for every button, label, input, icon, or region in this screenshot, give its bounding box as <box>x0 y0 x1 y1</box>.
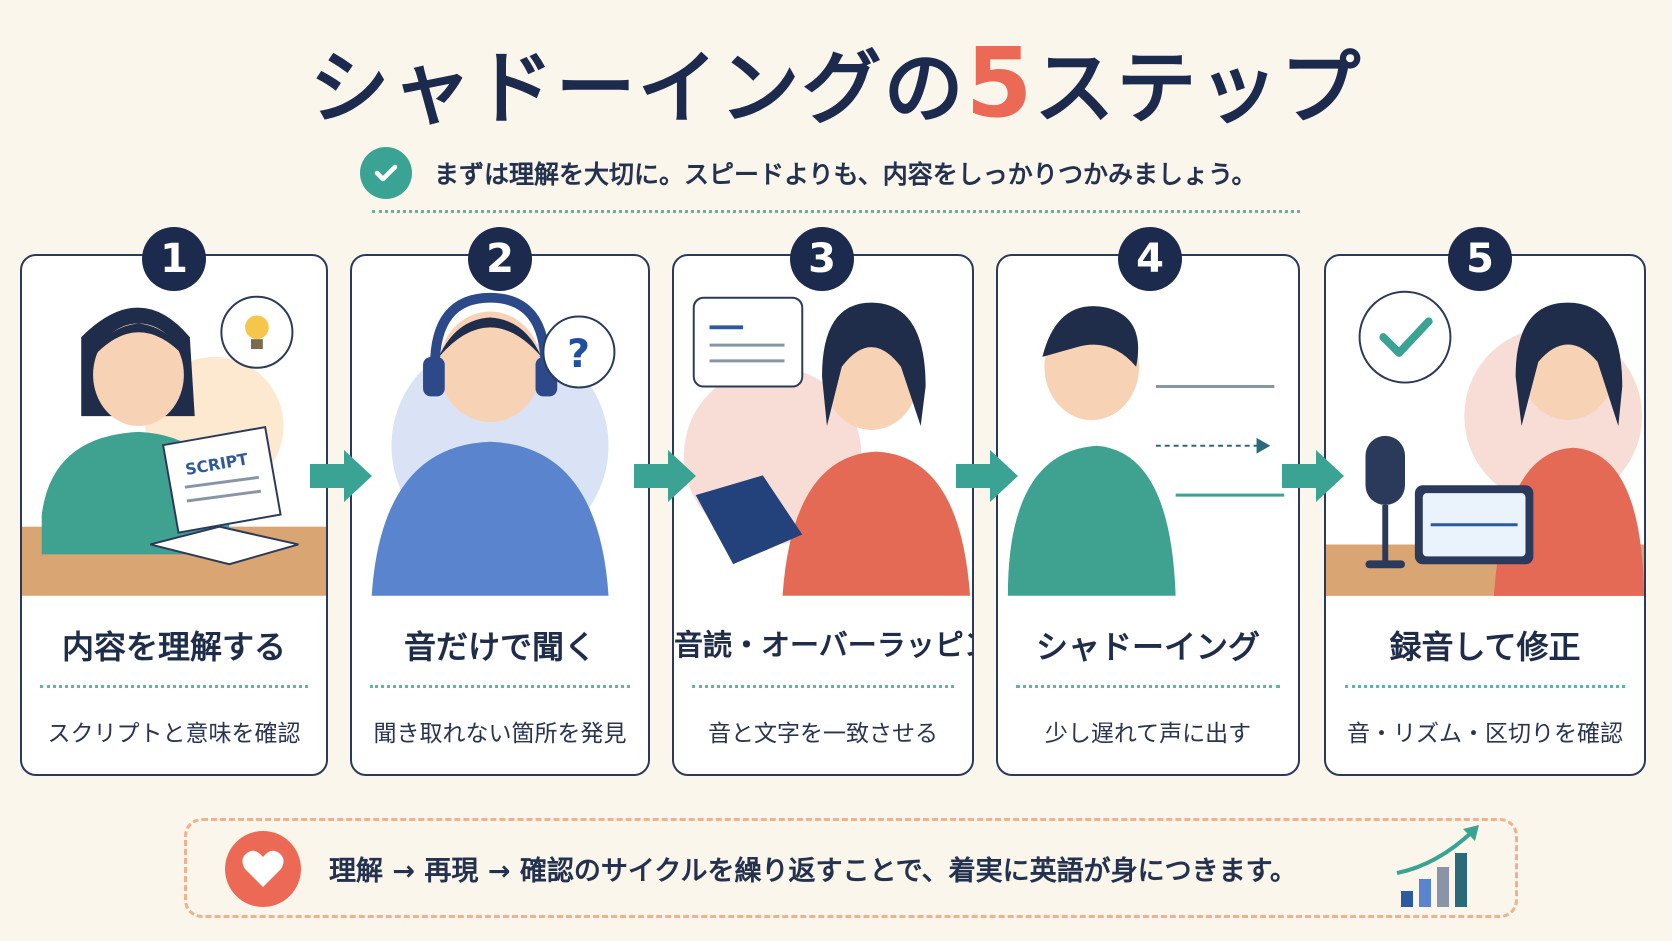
step-2-illustration: ? <box>352 256 648 598</box>
step-4-badge: 4 <box>1118 227 1182 291</box>
step-2-badge: 2 <box>468 227 532 291</box>
lightbulb-icon <box>220 295 294 369</box>
heart-icon <box>225 831 301 907</box>
step-1-title: 内容を理解する <box>61 628 286 666</box>
growth-chart-icon <box>1396 825 1479 907</box>
step-5-divider <box>1345 685 1625 688</box>
script-paper-icon: SCRIPT <box>161 425 282 534</box>
question-icon: ? <box>542 315 616 389</box>
check-icon <box>1358 290 1452 384</box>
title-text-before: シャドーイングの <box>309 42 966 135</box>
step-1-divider <box>40 685 308 688</box>
step-4-divider <box>1016 685 1280 688</box>
step-4-title: シャドーイング <box>1035 628 1260 666</box>
step-2-divider <box>369 685 631 688</box>
step-2-title: 音だけで聞く <box>403 628 596 666</box>
summary-text: 理解 → 再現 → 確認のサイクルを繰り返すことで、着実に英語が身につきます。 <box>329 856 1297 887</box>
step-4-card: シャドーイング 少し遅れて声に出す <box>996 254 1300 776</box>
subtitle-text: まずは理解を大切に。スピードよりも、内容をしっかりつかみましょう。 <box>434 160 1257 189</box>
step-3-divider <box>691 685 955 688</box>
step-4-illustration <box>998 256 1298 598</box>
step-5-desc: 音・リズム・区切りを確認 <box>1347 721 1623 747</box>
title-number: 5 <box>965 27 1035 139</box>
step-5-illustration <box>1326 256 1644 598</box>
microphone-icon <box>1365 435 1406 569</box>
page-title: シャドーイングの5ステップ <box>0 28 1672 144</box>
title-text-after: ステップ <box>1034 42 1363 135</box>
arrow-right-icon <box>956 450 1018 502</box>
step-2-desc: 聞き取れない箇所を発見 <box>373 721 627 747</box>
step-2-card: ? 音だけで聞く 聞き取れない箇所を発見 <box>350 254 650 776</box>
step-3-desc: 音と文字を一致させる <box>708 721 938 747</box>
step-3-badge: 3 <box>790 227 854 291</box>
subtitle-row: まずは理解を大切に。スピードよりも、内容をしっかりつかみましょう。 <box>360 145 1320 201</box>
step-5-title: 録音して修正 <box>1389 628 1581 666</box>
speech-bubble-icon <box>692 296 804 388</box>
step-5-card: 録音して修正 音・リズム・区切りを確認 <box>1324 254 1646 776</box>
svg-text:?: ? <box>567 331 590 377</box>
sound-wave-icon <box>1155 385 1285 497</box>
check-icon <box>360 147 412 199</box>
step-3-card: 音読・オーバーラッピング 音と文字を一致させる <box>672 254 974 776</box>
step-5-badge: 5 <box>1448 227 1512 291</box>
step-3-title: 音読・オーバーラッピング <box>674 628 972 662</box>
step-1-desc: スクリプトと意味を確認 <box>47 721 301 747</box>
step-4-desc: 少し遅れて声に出す <box>1044 721 1252 747</box>
arrow-right-icon <box>1282 450 1344 502</box>
step-1-badge: 1 <box>142 227 206 291</box>
step-1-card: SCRIPT 内容を理解する スクリプトと意味を確認 <box>20 254 328 776</box>
step-1-illustration: SCRIPT <box>22 256 326 598</box>
tablet-icon <box>1414 485 1534 565</box>
step-3-illustration <box>674 256 972 598</box>
summary-bar: 理解 → 再現 → 確認のサイクルを繰り返すことで、着実に英語が身につきます。 <box>184 818 1518 918</box>
arrow-right-icon <box>310 450 372 502</box>
subtitle-divider <box>372 210 1300 213</box>
arrow-right-icon <box>634 450 696 502</box>
